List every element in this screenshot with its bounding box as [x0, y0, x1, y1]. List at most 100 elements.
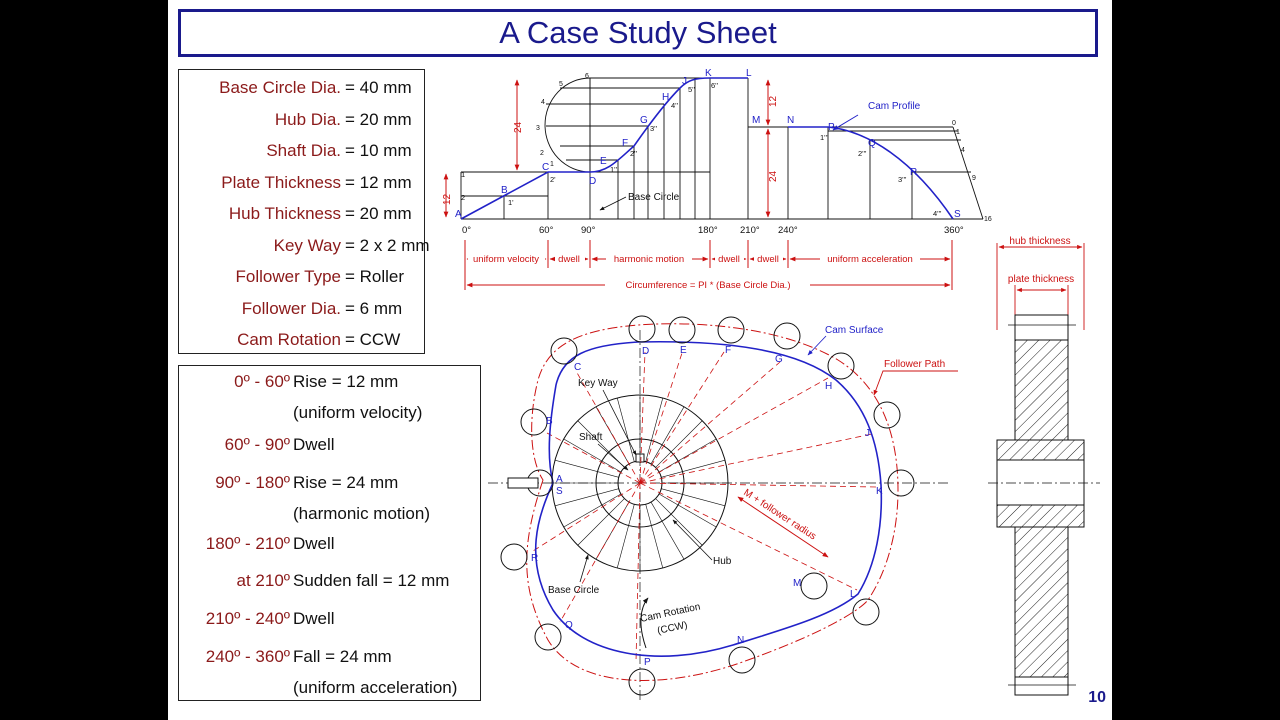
follower-roller	[728, 646, 756, 674]
svg-text:1''': 1'''	[820, 133, 829, 142]
vertical-dimensions	[443, 79, 771, 218]
svg-text:12: 12	[768, 95, 779, 107]
spec-value: = 6 mm	[345, 298, 403, 318]
spec-value: = 12 mm	[345, 172, 412, 192]
cam-points: A S B C D E F G H J K L M N P Q R	[531, 345, 883, 668]
svg-text:360°: 360°	[944, 225, 964, 236]
svg-text:9: 9	[972, 175, 976, 182]
svg-text:1'': 1''	[610, 165, 618, 174]
svg-text:R: R	[531, 553, 538, 564]
svg-text:4: 4	[541, 99, 545, 106]
follower-roller	[827, 352, 855, 380]
slide: A Case Study Sheet Base Circle Dia.= 40 …	[168, 0, 1112, 720]
follower-roller	[628, 315, 656, 343]
radial-line	[658, 438, 717, 473]
follower-roller	[628, 668, 656, 696]
svg-text:uniform velocity: uniform velocity	[473, 254, 539, 265]
svg-text:L: L	[850, 589, 856, 600]
radial-projection-line	[639, 351, 725, 484]
svg-text:B: B	[546, 416, 553, 427]
spec-value: = 20 mm	[345, 204, 412, 223]
follower-roller	[717, 316, 745, 344]
cam-surface-label: Cam Surface	[825, 325, 884, 336]
circumference-label: Circumference = PI * (Base Circle Dia.)	[626, 280, 791, 291]
follower-roller	[534, 623, 562, 651]
svg-text:D: D	[589, 176, 596, 187]
follower-roller	[520, 408, 548, 436]
radial-projection-line	[639, 482, 878, 488]
svg-text:dwell: dwell	[718, 254, 740, 265]
displacement-diagram: Cam Profile Base Circle A B C D E F G H …	[442, 68, 992, 291]
svg-text:240°: 240°	[778, 225, 798, 236]
svg-text:Shaft: Shaft	[579, 432, 603, 443]
svg-text:2: 2	[461, 193, 465, 202]
spec-label: Plate Thickness	[221, 172, 341, 192]
spec-value: = 20 mm	[345, 109, 412, 129]
svg-text:5'': 5''	[688, 85, 696, 94]
radial-projection-line	[639, 361, 781, 484]
svg-text:(CCW): (CCW)	[656, 620, 688, 637]
svg-text:0°: 0°	[462, 225, 471, 236]
spec-value: = 40 mm	[345, 78, 412, 97]
svg-text:12: 12	[442, 193, 453, 205]
svg-text:harmonic motion: harmonic motion	[614, 254, 684, 265]
radial-line	[616, 504, 635, 569]
radial-projection-line	[575, 370, 641, 484]
radial-line	[655, 498, 703, 546]
displacement-points: A B C D E F G H J K L M N P Q R S	[455, 68, 961, 220]
motion-range: 240º - 360º	[205, 647, 290, 666]
svg-text:H: H	[825, 381, 832, 392]
radial-line	[661, 459, 726, 478]
segment-labels: uniform velocity dwell harmonic motion d…	[468, 251, 920, 291]
page-title: A Case Study Sheet	[499, 15, 777, 50]
spec-label: Follower Dia.	[241, 298, 341, 318]
motion-range: 0º - 60º	[234, 372, 290, 391]
svg-text:C: C	[542, 162, 549, 173]
radial-line	[658, 493, 717, 528]
svg-text:180°: 180°	[698, 225, 718, 236]
svg-text:2''': 2'''	[858, 149, 867, 158]
radius-dimension-label: M + follower radius	[741, 487, 818, 542]
svg-text:E: E	[680, 345, 687, 356]
follower-roller	[773, 322, 801, 350]
svg-text:P: P	[644, 657, 651, 668]
spec-label: Cam Rotation	[237, 330, 341, 349]
svg-text:4'': 4''	[671, 101, 679, 110]
spec-label: Follower Type	[235, 267, 341, 286]
motion-description: Fall = 24 mm	[293, 647, 392, 666]
svg-text:1: 1	[956, 129, 960, 136]
svg-text:24: 24	[513, 121, 524, 133]
svg-text:N: N	[737, 635, 744, 646]
svg-text:dwell: dwell	[757, 254, 779, 265]
radial-line	[554, 459, 619, 478]
fall-numbers: 0 1 4 9 16	[952, 120, 992, 223]
radial-line	[554, 488, 619, 507]
svg-text:3'': 3''	[650, 124, 658, 133]
vertical-dimension-labels: 12 24 12 24	[442, 95, 779, 205]
svg-text:H: H	[662, 92, 669, 103]
svg-text:Base Circle: Base Circle	[548, 585, 600, 596]
svg-text:6: 6	[585, 73, 589, 80]
svg-text:Q: Q	[868, 138, 876, 149]
svg-text:2'': 2''	[630, 149, 638, 158]
svg-text:E: E	[600, 156, 607, 167]
radial-projection-line	[559, 482, 641, 623]
spec-value: = CCW	[345, 330, 401, 349]
motion-description: Dwell	[293, 609, 335, 628]
radial-projection-line	[639, 377, 829, 484]
svg-text:Cam Rotation: Cam Rotation	[639, 601, 701, 624]
follower-roller	[550, 337, 578, 365]
svg-text:3: 3	[536, 125, 540, 132]
svg-text:S: S	[954, 209, 961, 220]
radial-line	[650, 406, 685, 465]
displacement-curve	[460, 77, 954, 220]
radial-line	[563, 438, 622, 473]
follower-path-label: Follower Path	[884, 359, 945, 370]
hub-thickness-label: hub thickness	[1009, 236, 1070, 247]
radial-line	[616, 397, 635, 462]
svg-text:N: N	[787, 115, 794, 126]
title-box: A Case Study Sheet	[178, 9, 1098, 57]
svg-text:M: M	[793, 578, 801, 589]
